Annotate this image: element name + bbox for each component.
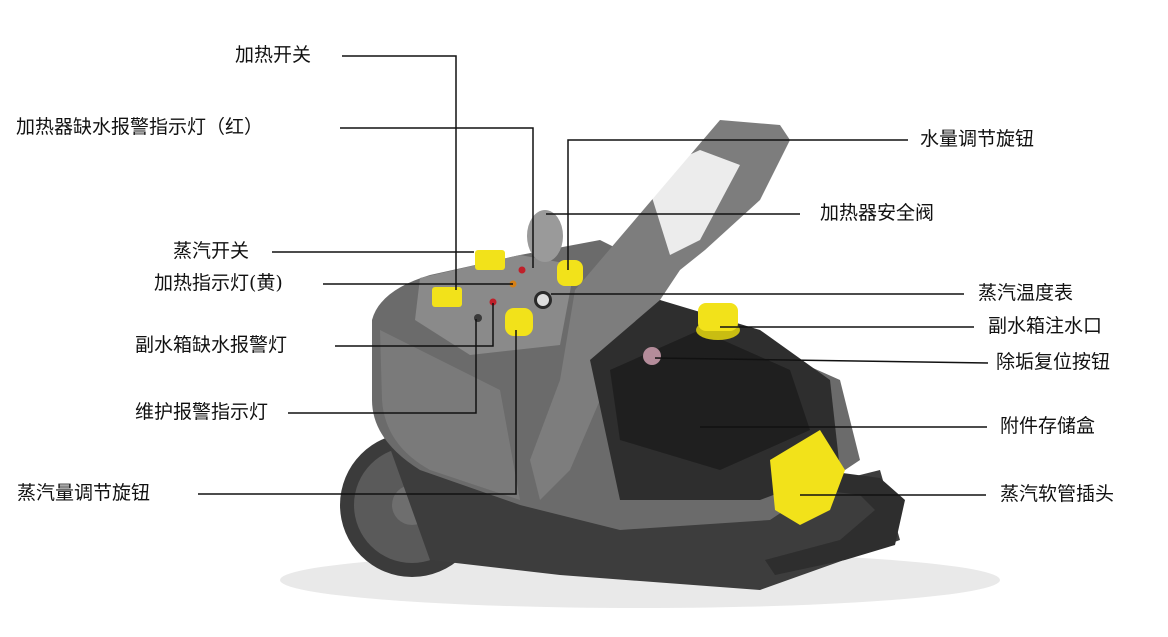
label-maintenance-alarm: 维护报警指示灯 — [135, 401, 269, 423]
water-volume-knob — [557, 260, 583, 286]
steam-switch — [475, 250, 505, 270]
steam-hose-plug — [770, 430, 845, 525]
label-water-volume-knob: 水量调节旋钮 — [920, 128, 1035, 150]
control-panel — [415, 255, 575, 355]
label-heater-low-water-alarm: 加热器缺水报警指示灯（红） — [16, 116, 264, 138]
label-heater-safety-valve: 加热器安全阀 — [820, 202, 935, 224]
heating-switch — [432, 287, 462, 307]
leader-lines — [198, 55, 989, 496]
open-lid — [530, 120, 790, 500]
label-steam-thermometer: 蒸汽温度表 — [978, 282, 1074, 304]
label-heating-indicator: 加热指示灯(黄) — [154, 272, 283, 294]
accessory-box — [610, 330, 810, 470]
label-heating-switch: 加热开关 — [235, 44, 312, 66]
label-aux-tank-fill-port: 副水箱注水口 — [988, 315, 1103, 337]
label-steam-hose-plug: 蒸汽软管插头 — [1000, 483, 1115, 505]
label-steam-switch: 蒸汽开关 — [173, 240, 250, 262]
label-steam-volume-knob: 蒸汽量调节旋钮 — [17, 482, 151, 504]
label-descale-reset-button: 除垢复位按钮 — [996, 351, 1111, 373]
fill-port-cap — [696, 303, 740, 340]
label-aux-tank-low-water-alarm: 副水箱缺水报警灯 — [135, 334, 288, 356]
front-handle — [765, 470, 905, 575]
label-accessory-storage-box: 附件存储盒 — [1000, 415, 1096, 437]
steam-volume-knob — [505, 308, 533, 336]
